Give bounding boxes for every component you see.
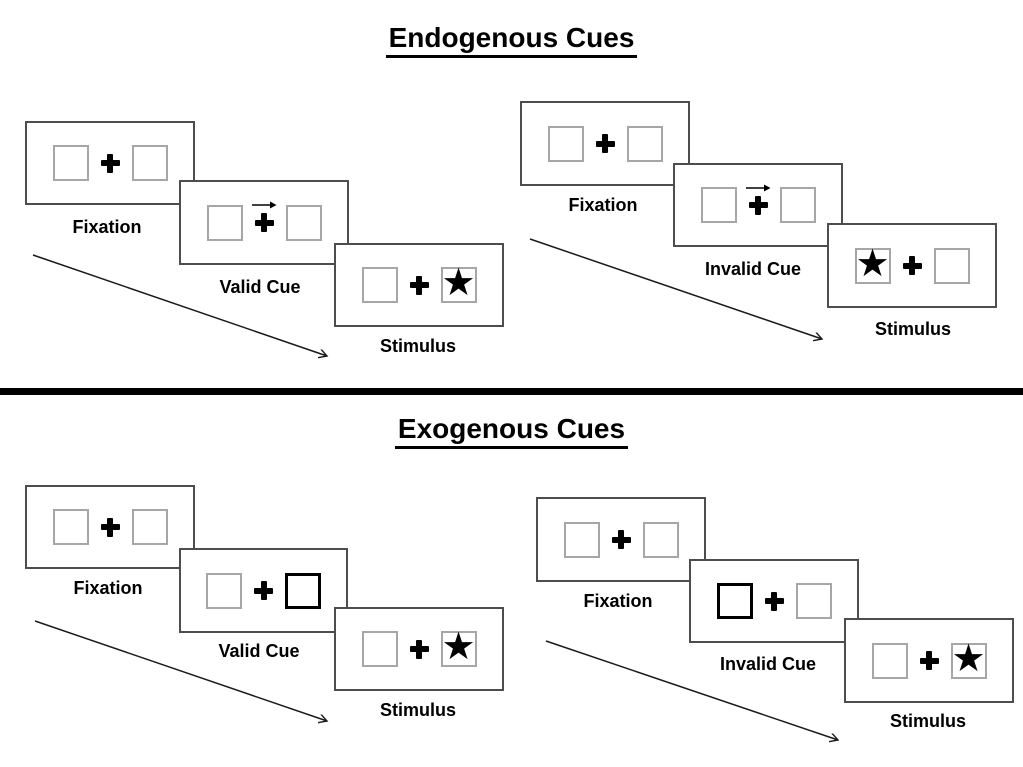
right-arrow-icon xyxy=(746,184,771,191)
highlighted-cue-box xyxy=(285,572,321,609)
left-placeholder-box xyxy=(52,509,89,545)
panel-label: Stimulus xyxy=(379,336,456,356)
left-placeholder-box xyxy=(361,267,398,303)
fixation-cross-icon xyxy=(919,651,939,670)
section-title-endogenous: Endogenous Cues xyxy=(0,22,1023,59)
fixation-cross-icon xyxy=(764,591,784,611)
endogenous-invalid-cue-screen xyxy=(673,163,843,247)
exogenous-valid-cue-screen xyxy=(179,548,348,633)
fixation-cross-icon xyxy=(902,256,922,275)
panel-label: Fixation xyxy=(583,591,653,611)
fixation-cross-icon xyxy=(595,134,615,153)
right-placeholder-box xyxy=(131,145,168,181)
panel-label: Fixation xyxy=(72,217,142,237)
left-placeholder-box xyxy=(563,521,600,558)
panel-label: Invalid Cue xyxy=(704,259,802,279)
left-placeholder-box xyxy=(871,642,908,679)
right-placeholder-box xyxy=(795,583,832,619)
left-placeholder-box xyxy=(206,204,243,241)
section-title-text: Exogenous Cues xyxy=(394,413,629,450)
section-title-text: Endogenous Cues xyxy=(385,22,638,59)
highlighted-cue-box xyxy=(716,583,753,619)
right-placeholder-box xyxy=(131,509,168,545)
exogenous-invalid-fixation-screen xyxy=(536,497,706,582)
endogenous-valid-stimulus-screen: ★ xyxy=(334,243,504,327)
right-placeholder-box xyxy=(626,125,663,162)
exogenous-valid-stimulus-screen: ★ xyxy=(334,607,504,691)
endogenous-valid-cue-screen xyxy=(179,180,349,265)
star-icon: ★ xyxy=(951,637,986,680)
right-placeholder-box xyxy=(642,521,679,558)
exogenous-valid-fixation-screen xyxy=(25,485,195,569)
time-arrow-exogenous-valid xyxy=(34,620,327,721)
target-box: ★ xyxy=(854,242,891,285)
left-placeholder-box xyxy=(52,145,89,181)
left-placeholder-box xyxy=(361,631,398,667)
panel-label: Stimulus xyxy=(874,319,951,339)
section-title-exogenous: Exogenous Cues xyxy=(0,413,1023,450)
right-placeholder-box xyxy=(285,204,322,241)
left-placeholder-box xyxy=(206,572,242,609)
endogenous-valid-fixation-screen xyxy=(25,121,195,205)
time-arrow-endogenous-invalid xyxy=(529,238,822,339)
right-arrow-icon xyxy=(252,201,277,209)
panel-label: Stimulus xyxy=(379,700,456,720)
fixation-cross-icon xyxy=(100,153,120,173)
panel-label: Valid Cue xyxy=(218,641,300,661)
fixation-cross-icon xyxy=(254,213,274,232)
panel-label: Invalid Cue xyxy=(719,654,817,674)
panel-label: Stimulus xyxy=(889,711,966,731)
panel-label: Fixation xyxy=(568,195,638,215)
target-box: ★ xyxy=(440,262,477,304)
exogenous-invalid-stimulus-screen: ★ xyxy=(844,618,1014,703)
time-arrow-endogenous-valid xyxy=(32,254,327,356)
fixation-cross-icon xyxy=(748,195,768,215)
fixation-cross-icon xyxy=(409,275,429,295)
endogenous-invalid-stimulus-screen: ★ xyxy=(827,223,997,308)
star-icon: ★ xyxy=(441,262,476,304)
target-box: ★ xyxy=(440,626,477,668)
fixation-cross-icon xyxy=(100,517,120,537)
target-box: ★ xyxy=(950,637,987,680)
right-placeholder-box xyxy=(933,247,970,284)
right-placeholder-box xyxy=(779,187,816,223)
left-placeholder-box xyxy=(700,187,737,223)
fixation-cross-icon xyxy=(409,639,429,659)
fixation-cross-icon xyxy=(254,581,273,600)
endogenous-invalid-fixation-screen xyxy=(520,101,690,186)
left-placeholder-box xyxy=(547,125,584,162)
panel-label: Fixation xyxy=(73,578,143,598)
fixation-cross-icon xyxy=(611,530,631,549)
star-icon: ★ xyxy=(441,626,476,668)
section-divider xyxy=(0,388,1023,395)
star-icon: ★ xyxy=(855,242,890,285)
exogenous-invalid-cue-screen xyxy=(689,559,859,643)
panel-label: Valid Cue xyxy=(219,277,301,297)
